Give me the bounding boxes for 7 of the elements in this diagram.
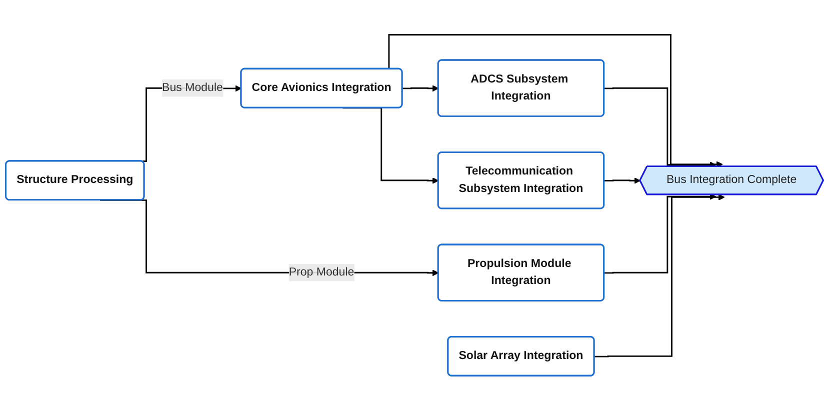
arrow <box>594 194 725 358</box>
edge-label: Bus Module <box>162 82 223 94</box>
arrow <box>402 86 439 92</box>
arrow <box>604 194 716 274</box>
arrow <box>604 178 641 184</box>
edge-label: Prop Module <box>288 266 354 279</box>
arrow <box>604 88 716 168</box>
